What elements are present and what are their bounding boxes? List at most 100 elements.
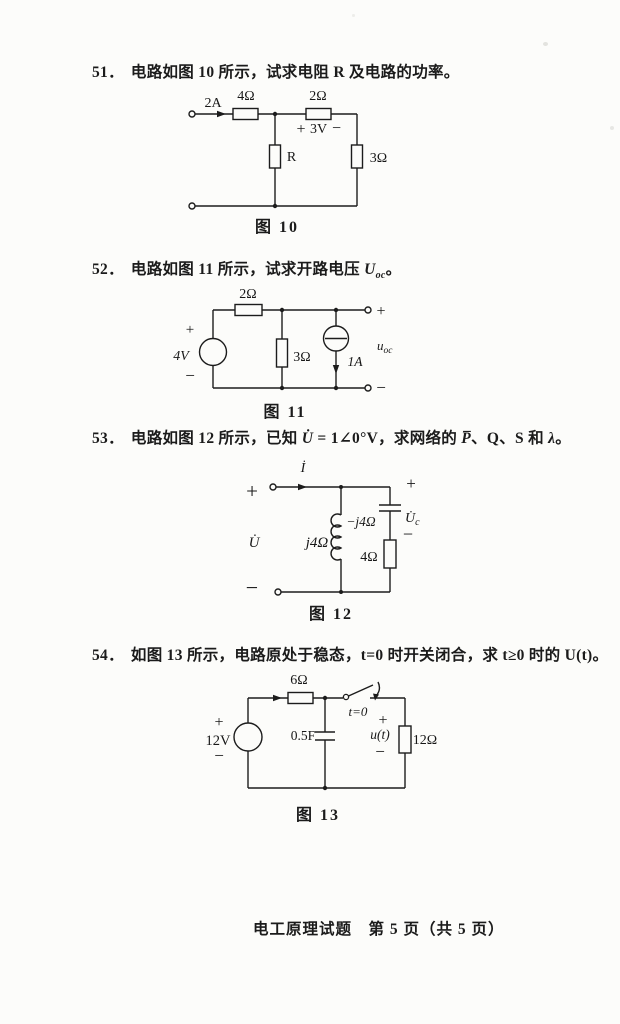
source-minus-sign: −: [214, 746, 224, 765]
terminal-bottom-left: [188, 202, 196, 210]
voltage-U-dot-label: U̇: [249, 535, 261, 551]
junction-dot: [272, 111, 278, 117]
u-dot-symbol: U̇: [301, 430, 314, 447]
resistor-2ohm-label: 2Ω: [239, 287, 256, 302]
scan-speck: [352, 14, 355, 17]
resistor-4ohm-label: 4Ω: [237, 89, 254, 104]
problem-53-text-post1: 、Q、S 和: [471, 430, 549, 447]
problem-52-text-pre: 电路如图 11 所示，试求开路电压: [130, 261, 365, 278]
capacitor-minus-j4ohm-label: −j4Ω: [346, 514, 376, 529]
current-1A-label: 1A: [348, 354, 364, 369]
current-2A-label: 2A: [204, 96, 222, 111]
current-source-arrow: [332, 365, 340, 374]
figure-13-circuit: 6Ω t=0 + 12V − 0.5F + u(t) − 12Ω: [193, 666, 453, 821]
source-12V-label: 12V: [206, 733, 232, 749]
voltage-source-12V: [233, 722, 263, 752]
figure-10-caption: 图 10: [254, 219, 299, 236]
page-footer: 电工原理试题 第 5 页（共 5 页）: [253, 921, 505, 938]
junction-dot: [322, 785, 328, 791]
ut-plus-sign: +: [378, 712, 387, 729]
terminal-top-left: [188, 110, 196, 118]
problem-52-number: 52．: [92, 261, 124, 278]
figure-10-circuit: 2A 4Ω 2Ω + 3V − R 3Ω: [145, 85, 445, 240]
junction-dot: [272, 203, 278, 209]
resistor-2ohm: [305, 107, 332, 121]
source-4V-label: 4V: [173, 349, 190, 364]
resistor-12ohm-label: 12Ω: [413, 733, 437, 748]
uc-plus-sign: +: [406, 474, 416, 493]
junction-dot: [279, 307, 285, 313]
problem-54-text: 如图 13 所示，电路原处于稳态，t=0 时开关闭合，求 t≥0 时的 U(t)…: [130, 647, 609, 664]
problem-51-statement: 51． 电路如图 10 所示，试求电阻 R 及电路的功率。: [92, 62, 617, 83]
junction-dot: [322, 695, 328, 701]
figure-12-caption: 图 12: [308, 606, 353, 623]
uc-minus-sign: −: [403, 524, 413, 544]
figure-13-components: [233, 691, 412, 754]
figure-12-circuit: İ + U̇ − j4Ω −j4Ω + U̇c − 4Ω: [233, 458, 443, 628]
inductor-coil: [330, 513, 343, 561]
current-arrow: [298, 483, 307, 491]
voltage-minus-sign: −: [332, 120, 341, 137]
output-plus-sign: +: [376, 303, 385, 320]
junction-dot: [333, 385, 339, 391]
resistor-4ohm: [232, 107, 259, 121]
voltage-3V-label: 3V: [310, 122, 327, 137]
uoc-symbol: U: [364, 261, 376, 278]
resistor-3ohm: [350, 144, 364, 169]
current-arrow: [217, 110, 226, 118]
capacitor-0.5F-label: 0.5F: [291, 728, 316, 743]
switch-contact: [342, 693, 350, 701]
resistor-3ohm-label: 3Ω: [293, 350, 310, 365]
current-arrow: [273, 694, 282, 702]
junction-dot: [333, 307, 339, 313]
resistor-6ohm-label: 6Ω: [290, 673, 307, 688]
junction-dot: [339, 485, 343, 489]
source-minus-sign: −: [185, 366, 195, 385]
figure-11-components: [198, 303, 350, 368]
figure-12-wires: [269, 483, 401, 596]
input-minus-sign: −: [246, 575, 258, 600]
resistor-R-label: R: [287, 150, 297, 165]
resistor-3ohm-label: 3Ω: [370, 151, 387, 166]
uc-label: U̇c: [405, 510, 420, 528]
inductor-j4ohm-label: j4Ω: [304, 535, 329, 551]
source-plus-sign: +: [214, 714, 223, 731]
figure-11-circuit: 2Ω + 4V − 3Ω 1A + uoc −: [148, 282, 448, 422]
terminal-in-plus: [269, 483, 277, 491]
switch-t0-label: t=0: [349, 704, 368, 719]
source-plus-sign: +: [186, 322, 194, 338]
problem-53-text-post2: 。: [555, 430, 572, 447]
resistor-4ohm-label: 4Ω: [360, 550, 377, 565]
problem-54-number: 54．: [92, 647, 124, 664]
p-bar-symbol: P̅: [461, 430, 472, 447]
resistor-12ohm: [398, 725, 412, 754]
junction-dot: [339, 590, 343, 594]
input-plus-sign: +: [246, 479, 258, 503]
ut-minus-sign: −: [375, 742, 385, 761]
voltage-plus-sign: +: [296, 121, 305, 138]
resistor-2ohm: [234, 303, 263, 317]
problem-53-number: 53．: [92, 430, 124, 447]
scan-speck: [610, 126, 614, 130]
problem-53-statement: 53．电路如图 12 所示，已知 U̇ = 1∠0°V，求网络的 P̅、Q、S …: [92, 428, 617, 449]
current-I-dot-label: İ: [300, 460, 307, 476]
problem-52-text-post: 。: [385, 261, 402, 278]
uoc-label: uoc: [377, 338, 393, 356]
figure-10-components: [232, 107, 364, 169]
output-minus-sign: −: [376, 378, 386, 397]
ut-label: u(t): [370, 727, 390, 742]
problem-52-statement: 52．电路如图 11 所示，试求开路电压 Uoc。: [92, 259, 617, 286]
problem-51-text: 电路如图 10 所示，试求电阻 R 及电路的功率。: [130, 64, 460, 81]
resistor-3ohm: [275, 338, 289, 368]
figure-11-wires: [212, 306, 372, 392]
terminal-in-minus: [274, 588, 282, 596]
junction-dot: [279, 385, 285, 391]
switch-closing-arc: [375, 681, 381, 697]
figure-13-caption: 图 13: [295, 807, 340, 824]
switch-blade: [348, 684, 374, 697]
voltage-source-4V: [198, 337, 228, 367]
problem-51-number: 51．: [92, 64, 124, 81]
problem-54-statement: 54． 如图 13 所示，电路原处于稳态，t=0 时开关闭合，求 t≥0 时的 U…: [92, 645, 617, 666]
switch-arrowhead: [373, 693, 379, 701]
